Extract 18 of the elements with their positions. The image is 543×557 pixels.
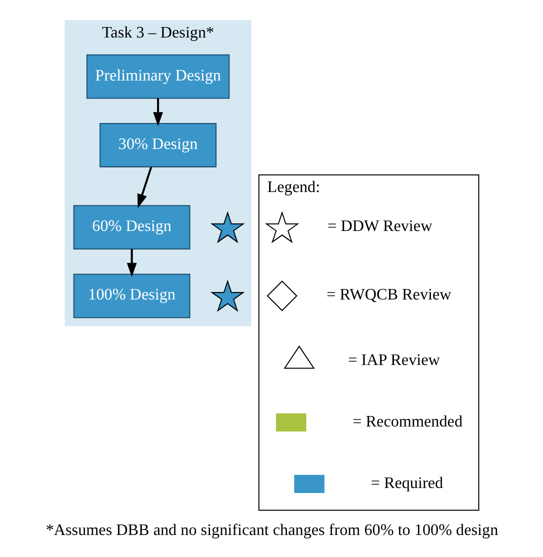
node-star bbox=[210, 280, 244, 312]
legend-label: = RWQCB Review bbox=[326, 286, 451, 304]
node-box: 60% Design bbox=[72, 205, 190, 250]
node-star bbox=[210, 211, 244, 244]
node-box: 30% Design bbox=[99, 122, 216, 168]
legend-label: = Required bbox=[370, 474, 443, 492]
node-star bbox=[264, 211, 299, 244]
legend-label: = IAP Review bbox=[348, 352, 440, 369]
arrow bbox=[126, 249, 136, 278]
arrow bbox=[136, 166, 152, 208]
caption: *Assumes DBB and no significant changes from 60% to 100% design bbox=[45, 522, 498, 540]
node-diamond bbox=[266, 280, 297, 312]
node-box: Preliminary Design bbox=[86, 54, 230, 99]
arrow bbox=[152, 98, 162, 126]
legend-label: = Recommended bbox=[352, 413, 462, 430]
node-box: 100% Design bbox=[72, 274, 190, 318]
legend-label: = DDW Review bbox=[327, 218, 432, 236]
node-triangle bbox=[283, 345, 314, 369]
